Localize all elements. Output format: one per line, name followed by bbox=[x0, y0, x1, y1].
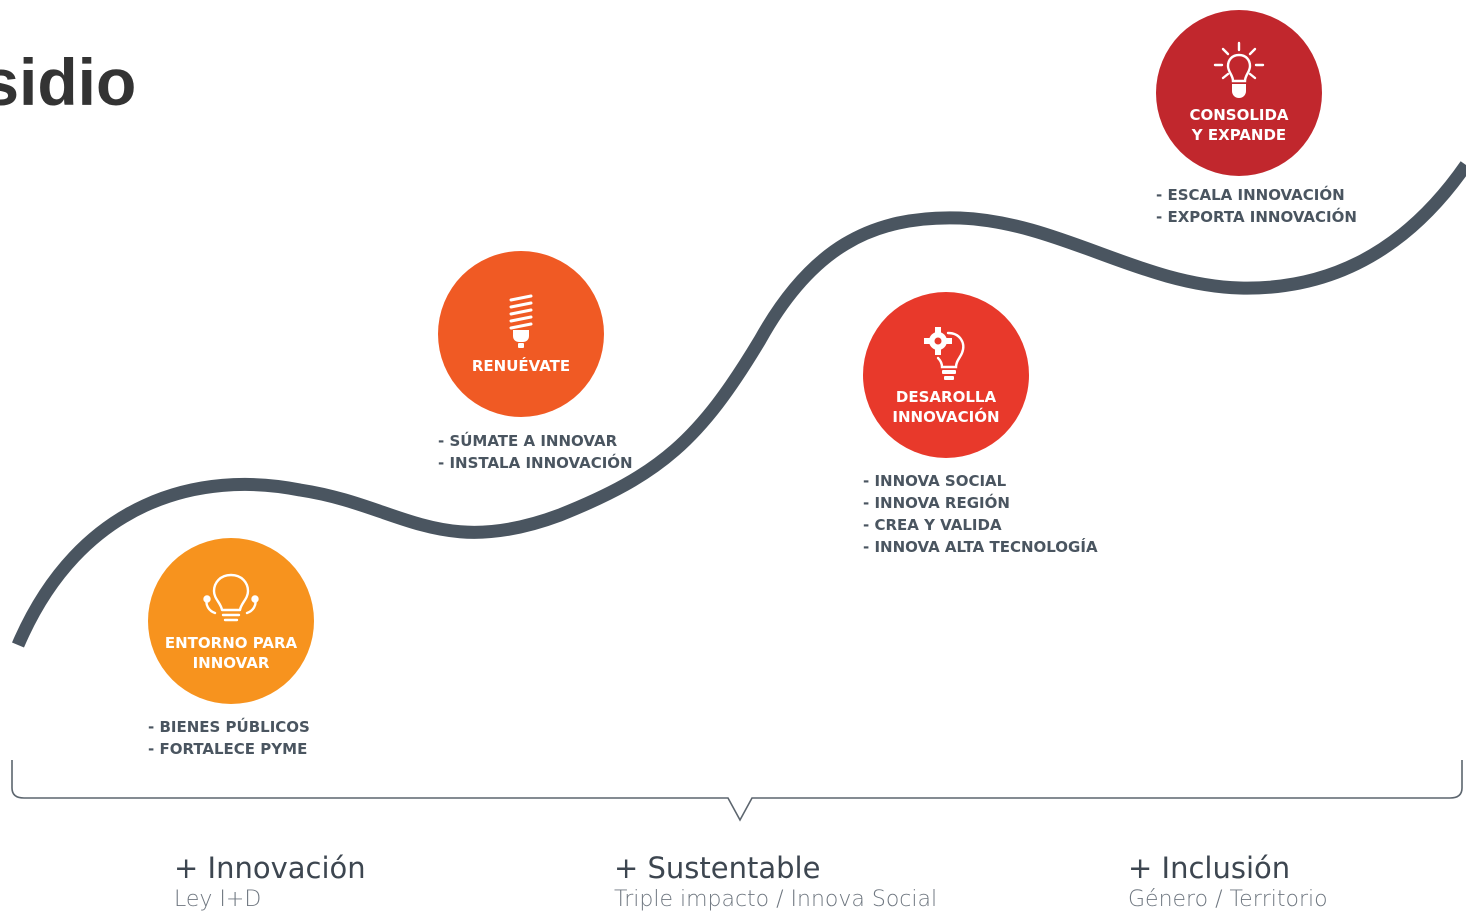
gear-bulb-icon bbox=[924, 327, 965, 380]
pillar-title: + Innovación bbox=[174, 851, 366, 885]
stage-label: DESAROLLA INNOVACIÓN bbox=[892, 388, 1000, 426]
growth-curve bbox=[12, 161, 1466, 648]
stage-bullets: - INNOVA SOCIAL - INNOVA REGIÓN - CREA Y… bbox=[863, 470, 1098, 558]
lightbulb-network-icon bbox=[203, 573, 259, 622]
page-heading: bsidio bbox=[0, 45, 137, 119]
bullet-item: - BIENES PÚBLICOS bbox=[148, 718, 310, 736]
bullet-item: - FORTALECE PYME bbox=[148, 740, 308, 758]
stage-label: RENUÉVATE bbox=[471, 357, 571, 375]
bullet-item: - SÚMATE A INNOVAR bbox=[438, 432, 618, 450]
pillar-title: + Sustentable bbox=[614, 851, 821, 885]
pillar-title: + Inclusión bbox=[1128, 851, 1291, 885]
pillar-inclusion: + Inclusión Género / Territorio bbox=[1128, 850, 1328, 914]
stage-label: CONSOLIDA Y EXPANDE bbox=[1189, 106, 1289, 144]
stage-bullets: - BIENES PÚBLICOS - FORTALECE PYME bbox=[148, 716, 310, 760]
bracket bbox=[11, 760, 1463, 822]
stage-renuevate: RENUÉVATE bbox=[438, 251, 604, 417]
bullet-item: - INNOVA SOCIAL bbox=[863, 472, 1007, 490]
stage-bullets: - SÚMATE A INNOVAR - INSTALA INNOVACIÓN bbox=[438, 430, 633, 474]
bullet-item: - INNOVA ALTA TECNOLOGÍA bbox=[863, 538, 1098, 556]
stage-label: ENTORNO PARA INNOVAR bbox=[164, 634, 298, 672]
bullet-item: - INNOVA REGIÓN bbox=[863, 494, 1010, 512]
bullet-item: - INSTALA INNOVACIÓN bbox=[438, 454, 633, 472]
stage-consolida-y-expande: CONSOLIDA Y EXPANDE bbox=[1156, 10, 1322, 176]
pillar-sustentable: + Sustentable Triple impacto / Innova So… bbox=[614, 850, 937, 914]
stage-desarolla-innovacion: DESAROLLA INNOVACIÓN bbox=[863, 292, 1029, 458]
shining-bulb-icon bbox=[1213, 41, 1265, 98]
pillar-subtitle: Género / Territorio bbox=[1128, 887, 1328, 912]
bullet-item: - EXPORTA INNOVACIÓN bbox=[1156, 208, 1357, 226]
pillar-subtitle: Ley I+D bbox=[174, 887, 262, 912]
stage-bullets: - ESCALA INNOVACIÓN - EXPORTA INNOVACIÓN bbox=[1156, 184, 1357, 228]
pillar-innovacion: + Innovación Ley I+D bbox=[174, 850, 366, 914]
pillar-subtitle: Triple impacto / Innova Social bbox=[614, 887, 938, 912]
energy-saving-bulb-icon bbox=[509, 294, 533, 348]
bullet-item: - CREA Y VALIDA bbox=[863, 516, 1002, 534]
stage-entorno-para-innovar: ENTORNO PARA INNOVAR bbox=[148, 538, 314, 704]
bullet-item: - ESCALA INNOVACIÓN bbox=[1156, 186, 1345, 204]
